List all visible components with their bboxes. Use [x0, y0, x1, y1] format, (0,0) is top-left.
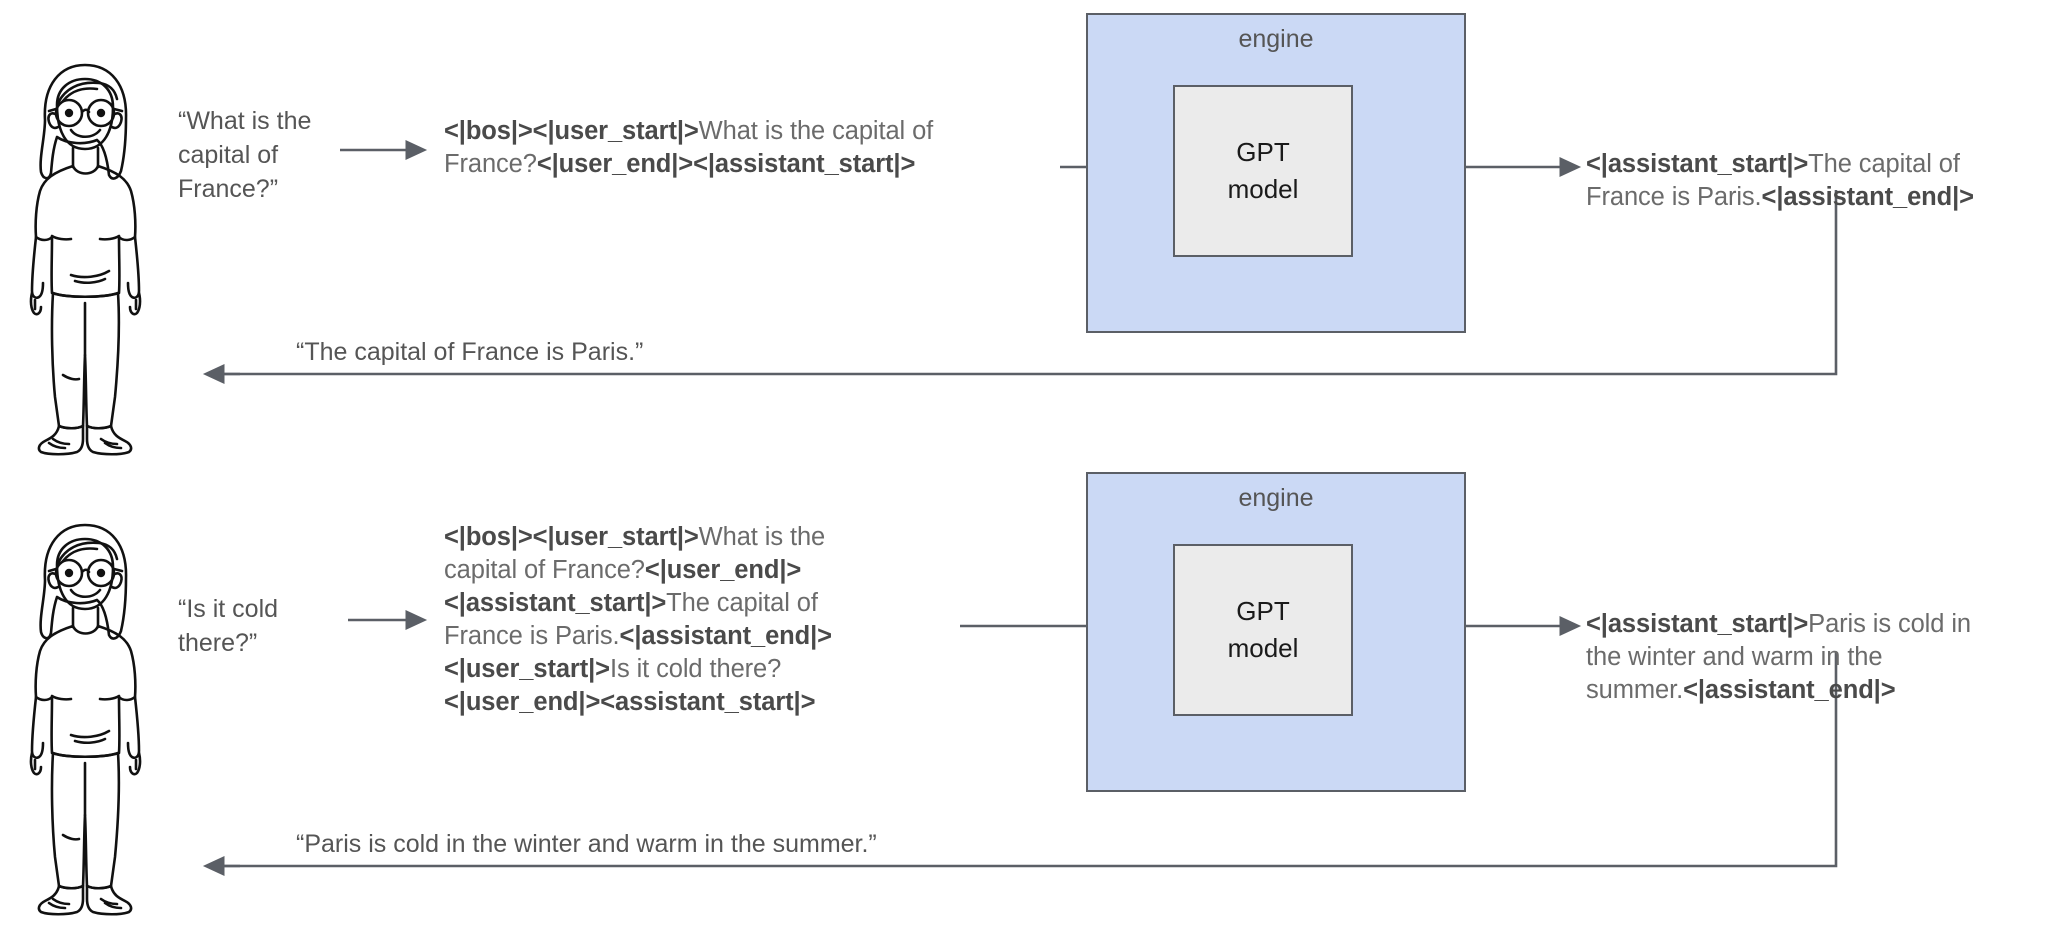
user-quote-1: “What is the capital of France?” — [178, 107, 312, 203]
token-line: the winter and warm in the — [1586, 641, 2026, 674]
token-line: <|user_end|><assistant_start|> — [444, 686, 964, 719]
token-line: <|assistant_start|>Paris is cold in — [1586, 608, 2026, 641]
special-token: <|assistant_start|> — [444, 589, 667, 617]
token-sequence-1: <|bos|><|user_start|>What is the capital… — [444, 115, 1044, 181]
plain-text: Is it cold there? — [609, 655, 782, 683]
special-token: <|assistant_end|> — [1761, 183, 1975, 211]
gpt-model-label-line2: model — [1227, 633, 1299, 663]
diagram-canvas: “What is the capital of France?” <|bos|>… — [5, 13, 2046, 916]
special-token: <|user_end|> — [644, 556, 802, 584]
special-token: <|user_start|> — [444, 655, 610, 683]
return-label-1: “The capital of France is Paris.” — [296, 338, 644, 366]
gpt-model-label-line1: GPT — [1236, 137, 1290, 167]
plain-text: France? — [444, 150, 537, 178]
engine-label-1: engine — [1238, 25, 1314, 53]
special-token: <|bos|><|user_start|> — [444, 523, 699, 551]
special-token: <|assistant_start|> — [1586, 150, 1809, 178]
token-line: summer.<|assistant_end|> — [1586, 674, 2026, 707]
special-token: <|bos|><|user_start|> — [444, 117, 699, 145]
plain-text: the winter and warm in the — [1586, 643, 1883, 671]
token-line: <|bos|><|user_start|>What is the — [444, 521, 964, 554]
gpt-model-box-1: GPT model — [1173, 85, 1353, 257]
token-line: capital of France?<|user_end|> — [444, 554, 964, 587]
plain-text: summer. — [1586, 676, 1684, 704]
plain-text: capital of France? — [444, 556, 645, 584]
special-token: <|user_end|><assistant_start|> — [444, 688, 816, 716]
token-line: <|bos|><|user_start|>What is the capital… — [444, 115, 1044, 148]
plain-text: What is the — [698, 523, 826, 551]
special-token: <|assistant_end|> — [1683, 676, 1896, 704]
engine-label-2: engine — [1238, 484, 1314, 512]
token-line: <|assistant_start|>The capital of — [1586, 148, 2046, 181]
special-token: <|assistant_start|> — [1586, 610, 1809, 638]
plain-text: The capital of — [666, 589, 818, 617]
user-quote-2: “Is it cold there?” — [178, 595, 279, 657]
token-line: France?<|user_end|><|assistant_start|> — [444, 148, 1044, 181]
plain-text: What is the capital of — [698, 117, 934, 145]
gpt-model-label-line1: GPT — [1236, 596, 1290, 626]
special-token: <|assistant_end|> — [619, 622, 833, 650]
plain-text: France is Paris. — [1586, 183, 1762, 211]
user-avatar-2 — [5, 505, 165, 925]
special-token: <|user_end|><|assistant_start|> — [536, 150, 916, 178]
plain-text: France is Paris. — [444, 622, 620, 650]
token-line: <|user_start|>Is it cold there? — [444, 653, 964, 686]
token-line: France is Paris.<|assistant_end|> — [1586, 181, 2046, 214]
gpt-model-label-line2: model — [1227, 174, 1299, 204]
user-avatar-1 — [5, 45, 165, 465]
plain-text: Paris is cold in — [1808, 610, 1971, 638]
token-line: France is Paris.<|assistant_end|> — [444, 620, 964, 653]
plain-text: The capital of — [1808, 150, 1960, 178]
gpt-model-box-2: GPT model — [1173, 544, 1353, 716]
token-line: <|assistant_start|>The capital of — [444, 587, 964, 620]
return-label-2: “Paris is cold in the winter and warm in… — [296, 830, 877, 858]
